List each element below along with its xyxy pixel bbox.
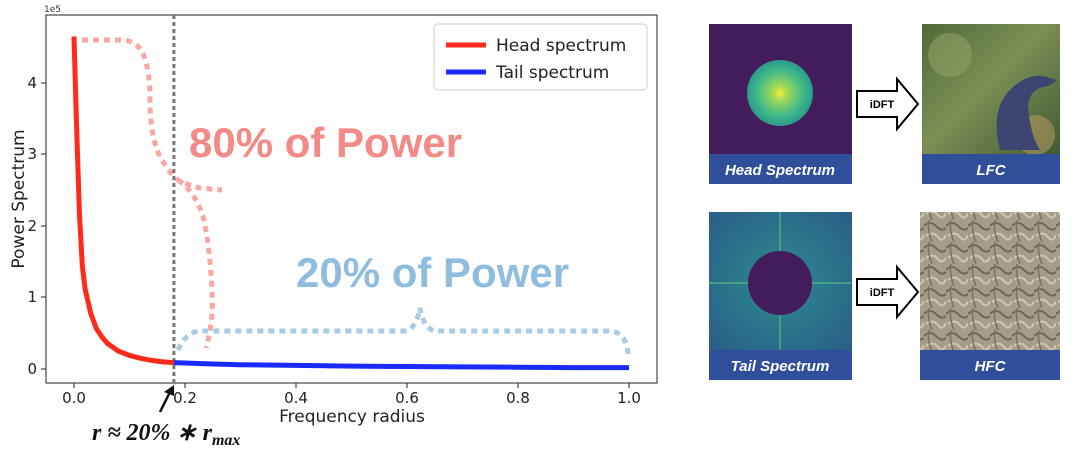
x-tick-label: 0.0: [62, 389, 86, 407]
y-tick-4: 4: [27, 74, 46, 92]
y-tick-1: 1: [27, 288, 46, 306]
plot-frame: [45, 14, 658, 384]
tail-spectrum-hole: [748, 251, 812, 315]
y-tick-label: 3: [27, 145, 37, 163]
x-tick-label: 0.2: [173, 389, 197, 407]
legend-label-head: Head spectrum: [496, 36, 626, 56]
y-tick-0: 0: [27, 360, 46, 378]
formula-arrowhead: [164, 385, 174, 396]
y-tick-3: 3: [27, 145, 46, 163]
x-tick-0: 0.0: [62, 383, 86, 407]
x-tick-1: 0.2: [173, 383, 197, 407]
idft-label-top: iDFT: [870, 99, 895, 111]
lfc-tile: LFC: [922, 24, 1060, 184]
tail-spectrum-caption: Tail Spectrum: [731, 358, 830, 375]
idft-arrow-bottom: iDFT: [856, 264, 920, 320]
legend: Head spectrum Tail spectrum: [433, 23, 648, 91]
tail-power-annotation: 20% of Power: [296, 249, 569, 296]
y-tick-label: 0: [27, 360, 37, 378]
y-tick-label: 2: [27, 217, 37, 235]
y-tick-label: 1: [27, 288, 37, 306]
formula-subscript: max: [212, 432, 240, 449]
hfc-tile: HFC: [920, 212, 1060, 380]
tail-caption-bg: [709, 350, 852, 380]
hfc-caption: HFC: [975, 358, 1007, 375]
x-tick-2: 0.4: [284, 383, 308, 407]
tail-spectrum-line: [173, 360, 629, 371]
legend-label-tail: Tail spectrum: [495, 63, 609, 83]
idft-arrow-top: iDFT: [856, 76, 920, 132]
x-tick-label: 0.4: [284, 389, 308, 407]
spectrum-panels: Head Spectrum iDFT LFC Tail Spectrum: [709, 24, 1060, 380]
head-spectrum-line: [71, 36, 175, 366]
y-scale-label: 1e5: [44, 5, 61, 15]
x-axis-label: Frequency radius: [279, 407, 425, 427]
x-tick-label: 0.8: [506, 389, 530, 407]
lfc-bird-silhouette: [996, 75, 1058, 150]
head-spectrum-disc: [747, 60, 813, 126]
head-spectrum-tile: Head Spectrum: [709, 24, 852, 184]
power-spectrum-plot: 1e5 0.0 0.2 0.4 0.6 0.8 1.0 0: [9, 5, 658, 449]
x-tick-label: 1.0: [617, 389, 641, 407]
head-caption-bg: [709, 154, 852, 184]
lfc-caption-bg: [922, 154, 1060, 184]
lfc-blur-1: [928, 33, 972, 77]
y-axis-label: Power Spectrum: [9, 129, 29, 268]
x-tick-5: 1.0: [617, 383, 641, 407]
legend-box: [433, 23, 648, 91]
y-tick-2: 2: [27, 217, 46, 235]
head-power-annotation: 80% of Power: [189, 119, 462, 166]
head-spectrum-caption: Head Spectrum: [725, 162, 835, 179]
y-tick-label: 4: [27, 74, 37, 92]
formula-text: r ≈ 20% ∗ rmax: [92, 420, 240, 449]
x-tick-4: 0.8: [506, 383, 530, 407]
hfc-image: [920, 212, 1060, 352]
lfc-caption: LFC: [976, 162, 1006, 179]
x-tick-label: 0.6: [395, 389, 419, 407]
head-power-bracket: [82, 37, 223, 349]
tail-power-bracket: [175, 307, 631, 355]
formula-arrow: [158, 391, 172, 413]
x-tick-3: 0.6: [395, 383, 419, 407]
tail-spectrum-tile: Tail Spectrum: [709, 212, 852, 380]
formula-main: r ≈ 20% ∗ r: [92, 420, 213, 446]
idft-label-bottom: iDFT: [870, 287, 895, 299]
hfc-caption-bg: [920, 350, 1060, 380]
